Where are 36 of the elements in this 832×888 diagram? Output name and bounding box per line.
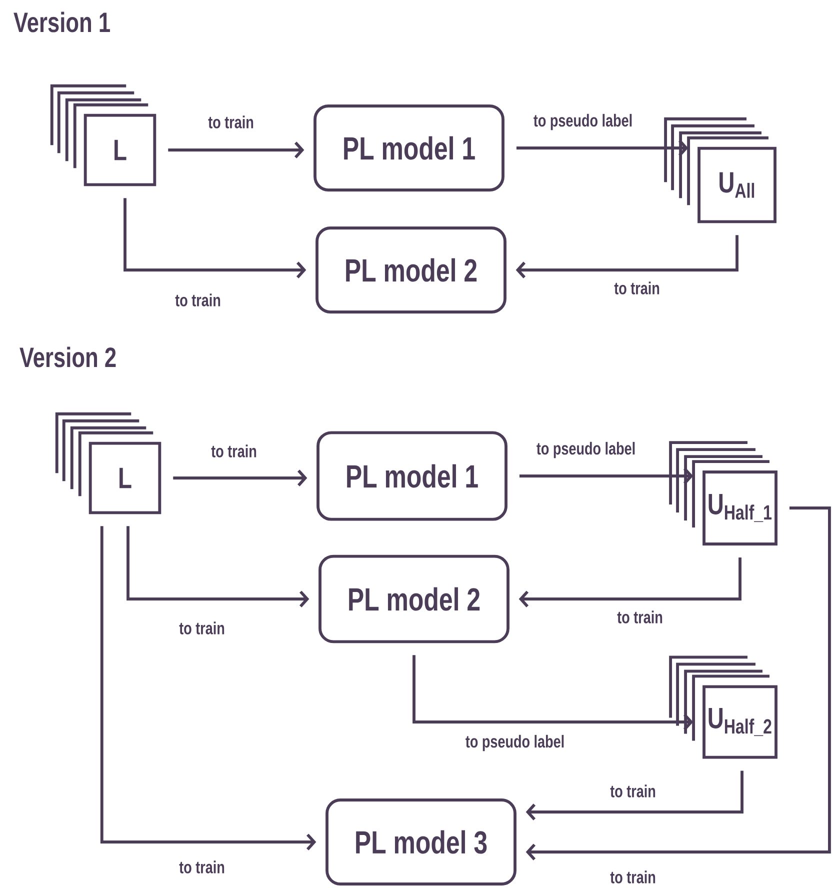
edge-label: to train	[608, 783, 658, 799]
arrow	[173, 470, 308, 486]
edge-label: to pseudo label	[532, 112, 634, 132]
edge-label: to train	[206, 114, 256, 130]
model-box: PL model 2	[316, 226, 506, 314]
model-box: PL model 1	[316, 431, 508, 521]
document-stack: U$_{Half_2}$	[669, 656, 778, 759]
document-stack: L	[55, 412, 162, 514]
arrow	[526, 770, 744, 820]
edge-label: to pseudo label	[464, 734, 566, 752]
arrow	[126, 526, 310, 608]
arrow	[519, 468, 694, 484]
edge-label: to train	[178, 620, 226, 636]
edge-label: to train	[210, 443, 258, 459]
arrow	[516, 235, 738, 278]
arrow	[518, 557, 742, 608]
edge-label: to train	[612, 280, 662, 296]
edge-label: to train	[616, 609, 664, 625]
edge-label: to pseudo label	[535, 440, 637, 460]
edge-label: to train	[608, 869, 658, 885]
arrow	[516, 140, 688, 156]
document-stack: U$_{All}$	[664, 117, 776, 224]
edge-label: to train	[178, 859, 226, 875]
model-box: PL model 3	[326, 798, 516, 886]
arrow	[412, 655, 694, 730]
model-box: PL model 2	[318, 554, 510, 644]
heading: Version 2	[20, 346, 116, 368]
arrow	[168, 142, 304, 158]
model-box: PL model 1	[314, 104, 504, 192]
heading: Version 1	[14, 12, 110, 32]
arrow	[100, 526, 316, 850]
document-stack: L	[50, 84, 156, 186]
document-stack: U$_{Half_1}$	[669, 441, 778, 546]
arrow	[124, 198, 306, 278]
arrow	[526, 506, 831, 860]
edge-label: to train	[174, 292, 222, 308]
